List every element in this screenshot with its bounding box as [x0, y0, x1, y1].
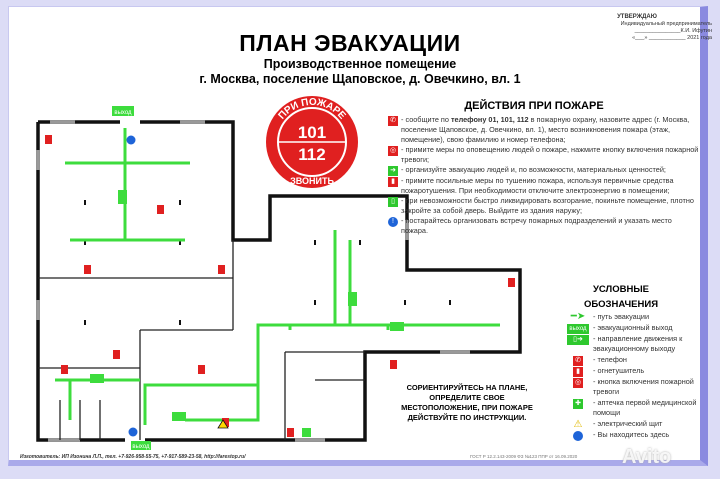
fire-actions-panel: ДЕЙСТВИЯ ПРИ ПОЖАРЕ ✆- сообщите по телеф…: [388, 100, 700, 236]
you-are-here-icon: [566, 430, 590, 441]
badge-ring: [277, 107, 347, 177]
exit-sign-label: выход: [567, 323, 589, 334]
legend-text: - огнетушитель: [593, 365, 645, 375]
legend-text: - аптечка первой медицинской помощи: [593, 397, 697, 418]
page-title: ПЛАН ЭВАКУАЦИИ: [239, 30, 461, 56]
legend-text: - направление движения к эвакуационному …: [593, 333, 683, 354]
alarm-button-icon: ◎: [388, 146, 398, 156]
you-are-here-markers: [126, 135, 138, 437]
exit-door-icon: ▯: [388, 197, 398, 207]
exit-direction-icon: ▯➜: [566, 334, 590, 355]
badge-bottom-text: ЗВОНИТЬ: [290, 176, 334, 186]
action-text: - организуйте эвакуацию людей и, по возм…: [401, 165, 666, 174]
alarm-button-icon: ◎: [573, 377, 583, 388]
fire-call-badge: ПРИ ПОЖАРЕ 101 112 ЗВОНИТЬ: [266, 96, 358, 188]
legend-item: ✚- аптечка первой медицинской помощи: [566, 398, 716, 419]
columns: [84, 200, 451, 325]
legend-item: ✆- телефон: [566, 355, 716, 366]
action-text: - примите меры по оповещению людей о пож…: [401, 145, 699, 164]
exit-signs: выход выход: [90, 106, 404, 450]
evacuation-routes: [55, 128, 500, 425]
legend-heading-line: ОБОЗНАЧЕНИЯ: [583, 299, 659, 310]
action-item: ✆- сообщите по телефону 01, 101, 112 в п…: [388, 115, 700, 145]
actions-heading: ДЕЙСТВИЯ ПРИ ПОЖАРЕ: [464, 100, 604, 112]
watermark: Avito: [622, 446, 672, 468]
legend-text: - Вы находитесь здесь: [593, 429, 670, 439]
arrow-right-icon: ➜: [388, 166, 398, 176]
legend-heading-line: УСЛОВНЫЕ: [593, 284, 649, 295]
legend-item: ◎ - кнопка включения пожарной тревоги: [566, 377, 716, 398]
evacuation-path-icon: ━➤: [570, 311, 586, 322]
electric-panel-icon: [217, 419, 229, 429]
approval-block: УТВЕРЖДАЮ Индивидуальный предприниматель…: [562, 14, 712, 42]
interior-walls: [38, 240, 365, 440]
action-text-part: в пожарную охрану, назовите адрес (г. Мо…: [401, 115, 690, 144]
action-text: - постарайтесь организовать встречу пожа…: [401, 216, 672, 235]
approval-line: «___» ____________ 2021 года: [632, 35, 712, 41]
action-phone-numbers: телефону 01, 101, 112: [450, 115, 529, 124]
badge-number-101: 101: [298, 123, 326, 142]
legend-item: ⚠ - электрический щит: [566, 419, 716, 430]
action-text: - при невозможности быстро ликвидировать…: [401, 196, 694, 215]
electric-panel-icon: ⚠: [573, 418, 583, 430]
first-aid-icon: ✚: [566, 398, 590, 419]
legend-text: - телефон: [593, 354, 627, 364]
action-item: ➜- организуйте эвакуацию людей и, по воз…: [388, 165, 700, 176]
legend-panel: УСЛОВНЫЕ ОБОЗНАЧЕНИЯ ━➤ - путь эвакуации в…: [566, 282, 716, 441]
phone-icon: ✆: [388, 116, 398, 126]
legend-item: ▯➜- направление движения к эвакуационном…: [566, 334, 716, 355]
first-aid-icon: [302, 428, 311, 437]
badge-number-112: 112: [298, 145, 325, 164]
extinguisher-icon: ▮: [388, 177, 398, 187]
phone-icon: ✆: [566, 355, 590, 366]
legend-text: - электрический щит: [593, 418, 663, 428]
extinguishers: [45, 135, 515, 437]
action-item: !- постарайтесь организовать встречу пож…: [388, 216, 700, 236]
action-text-part: - сообщите по: [401, 115, 451, 124]
action-item: ▮- примите посильные меры по тушению пож…: [388, 176, 700, 196]
approval-line: _______________К.И. Ифутин: [634, 28, 712, 34]
approval-heading: УТВЕРЖДАЮ: [617, 14, 657, 20]
action-item: ◎- примите меры по оповещению людей о по…: [388, 145, 700, 165]
legend-item: ━➤ - путь эвакуации: [566, 312, 716, 323]
legend-text: - эвакуационный выход: [593, 322, 673, 332]
approval-line: Индивидуальный предприниматель: [620, 21, 712, 27]
legend-item: ▮- огнетушитель: [566, 366, 716, 377]
standard-reference: ГОСТ Р 12.2.143-2009 ФЗ №123 ППР от 16.0…: [470, 454, 578, 459]
exit-sign-icon: выход: [566, 323, 590, 334]
floor-plan: выход выход: [36, 106, 522, 450]
subtitle-address: г. Москва, поселение Щаповское, д. Овечк…: [199, 72, 521, 86]
action-text: - примите посильные меры по тушению пожа…: [401, 176, 674, 195]
orientation-note: СОРИЕНТИРУЙТЕСЬ НА ПЛАНЕ, ОПРЕДЕЛИТЕ СВО…: [401, 383, 533, 422]
info-icon: !: [388, 217, 398, 227]
subtitle-premises: Производственное помещение: [263, 57, 457, 71]
legend-heading: УСЛОВНЫЕ ОБОЗНАЧЕНИЯ: [566, 282, 676, 312]
extinguisher-icon: ▮: [566, 366, 590, 377]
manufacturer-info: Изготовитель: ИП Изонина Л.П., тел. +7-9…: [20, 454, 246, 460]
legend-item: выход - эвакуационный выход: [566, 323, 716, 334]
legend-item: - Вы находитесь здесь: [566, 430, 716, 441]
exit-sign-top: выход: [114, 110, 132, 116]
legend-text: - кнопка включения пожарной тревоги: [593, 376, 694, 397]
action-item: ▯- при невозможности быстро ликвидироват…: [388, 196, 700, 216]
action-text: - сообщите по телефону 01, 101, 112 в по…: [401, 115, 700, 145]
windows: [36, 120, 470, 442]
exit-sign-bottom: выход: [132, 444, 150, 450]
legend-text: - путь эвакуации: [593, 312, 650, 321]
